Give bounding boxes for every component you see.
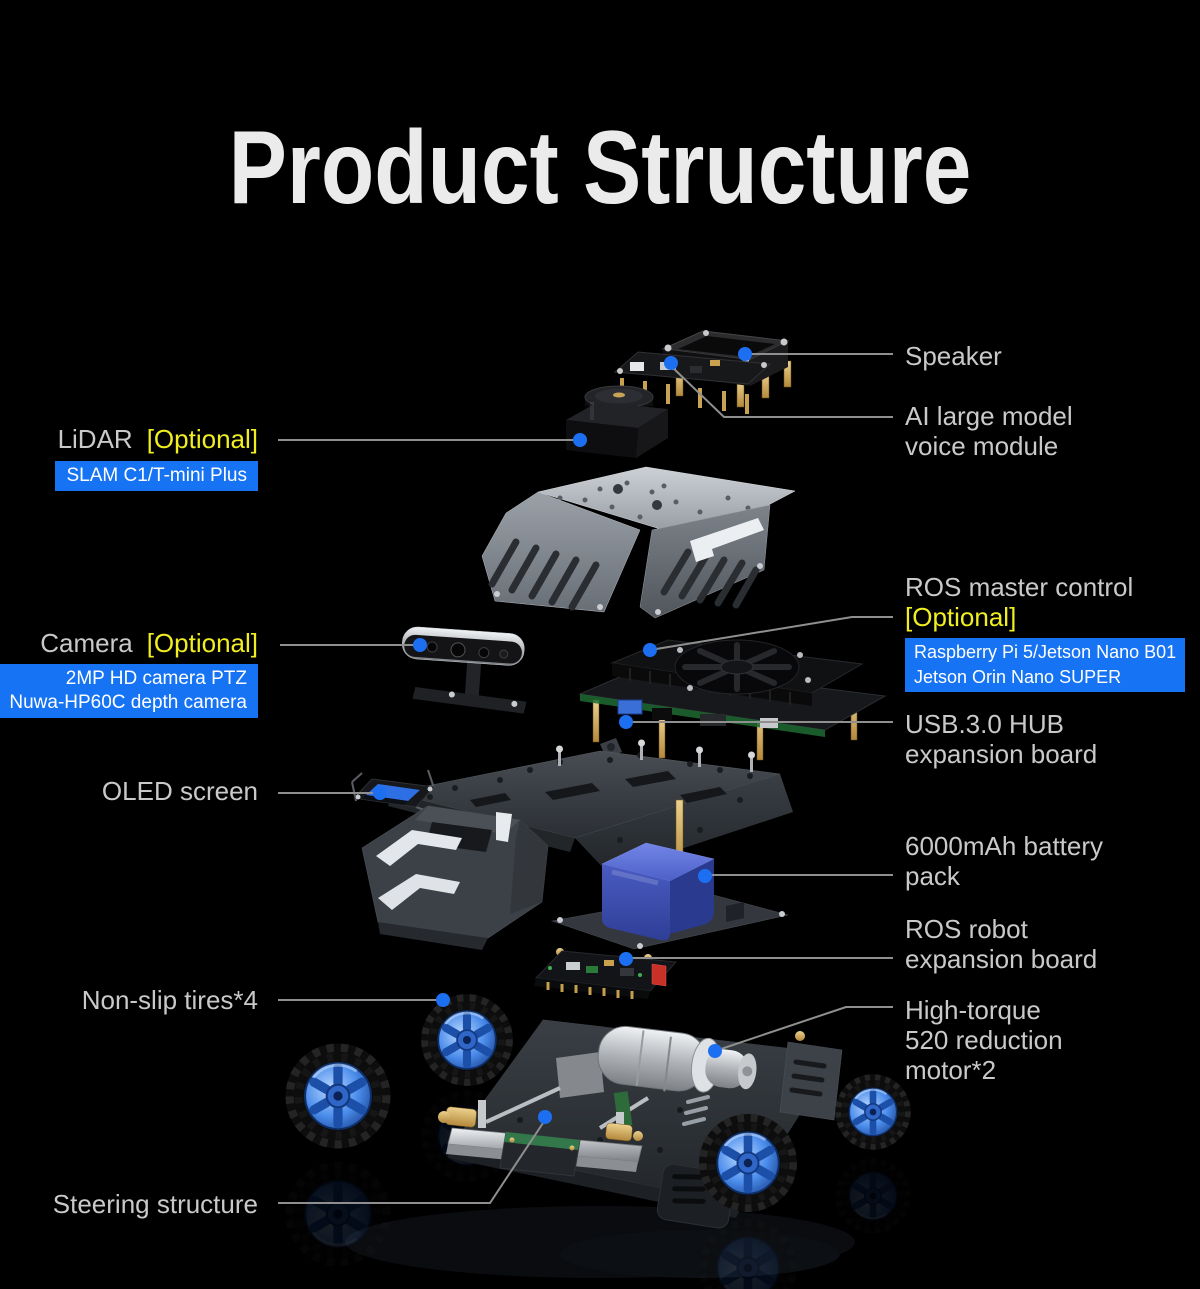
leader-lines	[278, 353, 893, 1204]
anchor-dot	[698, 869, 712, 883]
camera-label: Camera	[40, 628, 133, 658]
anchor-dot	[619, 715, 633, 729]
anchor-dot	[413, 638, 427, 652]
battery-label-line: 6000mAh battery	[905, 831, 1104, 861]
callout-oled: OLED screen	[102, 776, 258, 806]
usb-hub-label-line: USB.3.0 HUB	[905, 709, 1064, 739]
anchor-dot	[436, 993, 450, 1007]
ros-master-optional-tag: [Optional]	[905, 602, 1017, 632]
front-shell-part	[361, 805, 549, 950]
callout-speaker: Speaker	[905, 341, 1002, 371]
callout-tires: Non-slip tires*4	[82, 985, 258, 1015]
ros-master-board-part	[578, 639, 887, 761]
depth-camera-part	[402, 626, 527, 714]
callout-motor: High-torque 520 reduction motor*2	[905, 995, 1063, 1085]
callout-ros-expansion: ROS robot expansion board	[905, 914, 1097, 974]
camera-badge-line: 2MP HD camera PTZ	[65, 668, 247, 689]
ros-master-badge: Raspberry Pi 5/Jetson Nano B01 Jetson Or…	[905, 638, 1186, 692]
steering-leader-line	[278, 1119, 546, 1204]
anchor-dot	[373, 786, 387, 800]
callout-ros-master: ROS master control [Optional]	[905, 572, 1133, 632]
ros-expansion-label-line: ROS robot	[905, 914, 1028, 944]
wheel-part	[285, 1043, 390, 1148]
ros-master-badge-line: Raspberry Pi 5/Jetson Nano B01	[914, 642, 1177, 662]
anchor-dot	[738, 347, 752, 361]
ros-expansion-board-part	[534, 948, 678, 999]
callout-voice-module: AI large model voice module	[905, 401, 1073, 461]
steering-structure-part	[438, 1086, 650, 1177]
battery-label-line: pack	[905, 861, 960, 891]
motor-label-line: High-torque	[905, 995, 1041, 1025]
callout-steering: Steering structure	[53, 1189, 258, 1219]
lidar-part	[566, 385, 668, 458]
ros-master-badge-line: Jetson Orin Nano SUPER	[914, 667, 1122, 687]
anchor-dot	[573, 433, 587, 447]
motor-label-line: motor*2	[905, 1055, 997, 1085]
voice-module-label-line: AI large model	[905, 401, 1073, 431]
anchor-dots	[373, 347, 752, 1124]
motor-label-line: 520 reduction	[905, 1025, 1063, 1055]
callout-lidar: LiDAR [Optional]	[58, 424, 258, 454]
anchor-dot	[619, 952, 633, 966]
motor-leader-line	[714, 1006, 893, 1052]
usb-hub-label-line: expansion board	[905, 739, 1098, 769]
lidar-optional-tag: [Optional]	[146, 424, 258, 454]
lidar-badge: SLAM C1/T-mini Plus	[55, 461, 258, 491]
floor-reflection	[285, 1090, 910, 1289]
camera-badge: 2MP HD camera PTZ Nuwa-HP60C depth camer…	[0, 664, 258, 718]
tires-label: Non-slip tires*4	[81, 985, 258, 1015]
voice-module-label-line: voice module	[905, 431, 1059, 461]
callout-camera: Camera [Optional]	[40, 628, 258, 658]
anchor-dot	[538, 1110, 552, 1124]
lidar-badge-line: SLAM C1/T-mini Plus	[66, 465, 247, 486]
battery-part	[601, 842, 715, 941]
steering-label: Steering structure	[52, 1189, 258, 1219]
callout-battery: 6000mAh battery pack	[905, 831, 1103, 891]
ros-master-leader-line	[649, 616, 893, 651]
callout-usb-hub: USB.3.0 HUB expansion board	[905, 709, 1097, 769]
speaker-label: Speaker	[905, 341, 1002, 371]
lidar-label: LiDAR	[57, 424, 133, 454]
camera-badge-line: Nuwa-HP60C depth camera	[9, 692, 247, 713]
ros-master-label: ROS master control	[905, 572, 1134, 602]
anchor-dot	[708, 1044, 722, 1058]
ros-expansion-label-line: expansion board	[905, 944, 1098, 974]
wheel-part	[421, 994, 513, 1086]
voice-leader-line	[670, 365, 893, 418]
ai-voice-module-part	[613, 351, 772, 414]
oled-label: OLED screen	[101, 776, 258, 806]
anchor-dot	[643, 643, 657, 657]
anchor-dot	[664, 356, 678, 370]
top-cover-part	[481, 466, 796, 619]
camera-optional-tag: [Optional]	[146, 628, 258, 658]
wheel-part	[835, 1074, 910, 1149]
page-title: Product Structure	[228, 110, 972, 226]
wheel-part	[699, 1114, 797, 1212]
